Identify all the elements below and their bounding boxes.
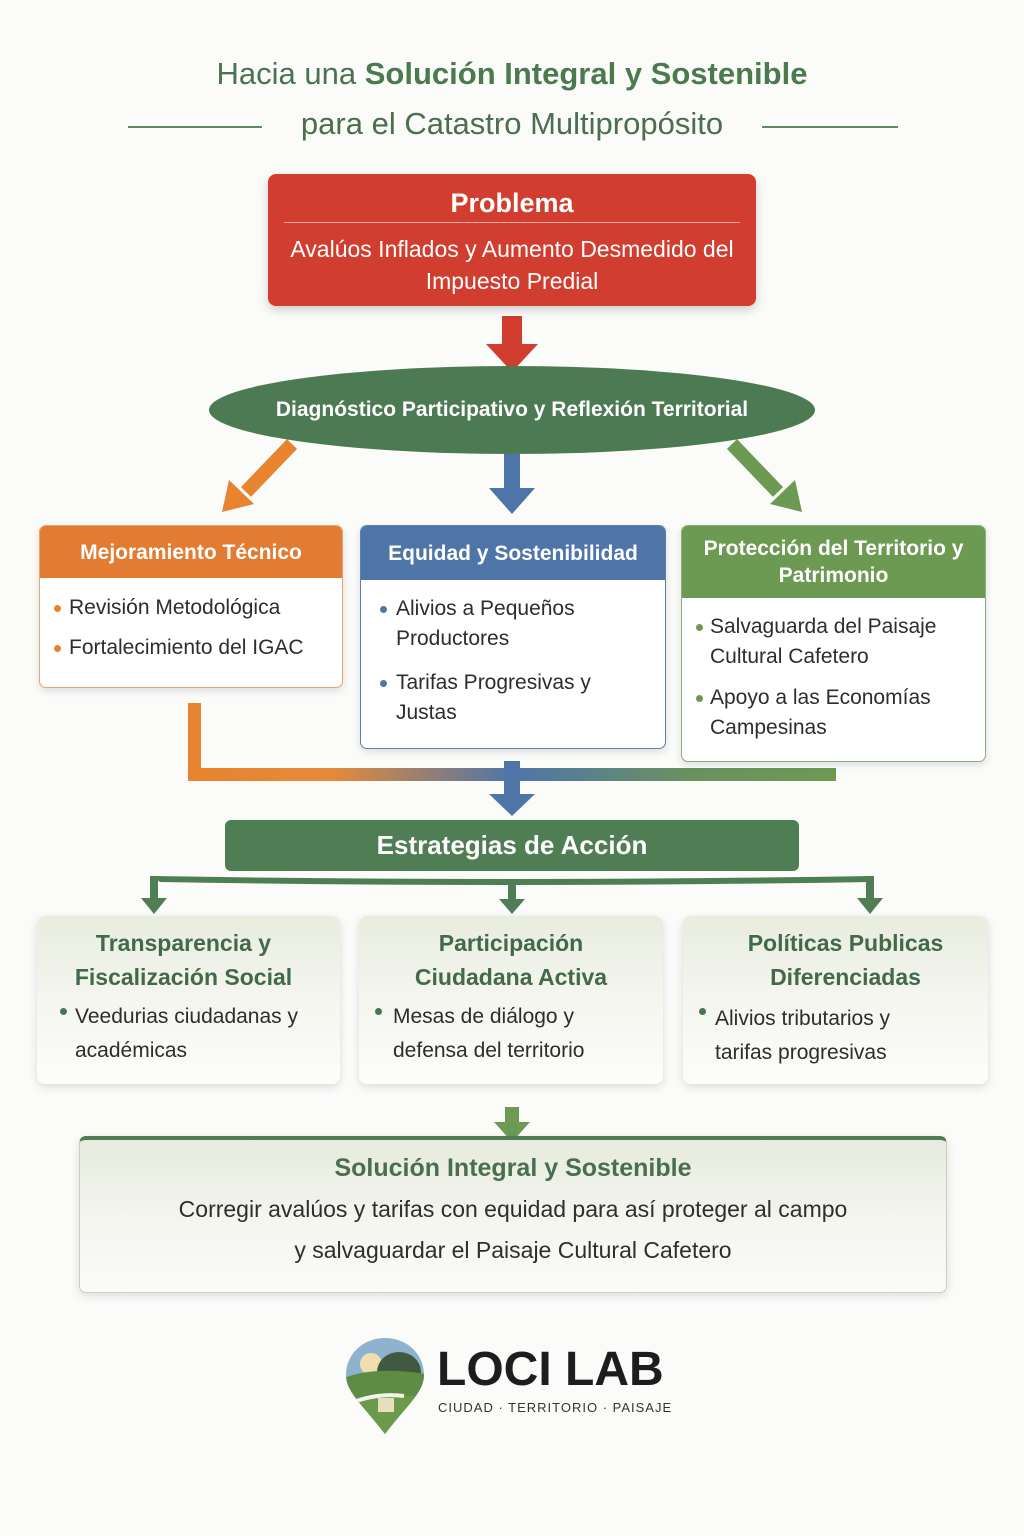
logo-name: LOCI LAB — [437, 1343, 664, 1396]
bullet-icon — [380, 680, 387, 687]
strategy-title: Participación Ciudadana Activa — [414, 930, 608, 990]
strategy-title: Políticas Publicas Diferenciadas — [747, 930, 944, 990]
page-subtitle: para el Catastro Multipropósito — [300, 106, 724, 141]
category-title: Protección del Territorio y Patrimonio — [682, 526, 985, 598]
bullet-icon — [60, 1008, 67, 1015]
bullet-icon — [696, 695, 703, 702]
diagnosis-label: Diagnóstico Participativo y Reflexión Te… — [275, 398, 749, 421]
arrow-to-technical — [222, 439, 298, 512]
list-item: Alivios a Pequeños Productores — [380, 594, 635, 654]
problem-box: Problema Avalúos Inflados y Aumento Desm… — [268, 174, 756, 306]
title-rule-right — [762, 126, 898, 128]
problem-heading: Problema — [450, 188, 574, 218]
bullet-icon — [699, 1008, 706, 1015]
category-card-territory: Protección del Territorio y Patrimonio S… — [681, 525, 986, 762]
strategy-bullet: Alivios tributarios y tarifas progresiva… — [683, 994, 988, 1070]
solution-box: Solución Integral y Sostenible Corregir … — [79, 1136, 947, 1293]
strategy-card-participation: Participación Ciudadana Activa Mesas de … — [359, 916, 663, 1084]
bullet-icon — [54, 645, 61, 652]
category-card-equity: Equidad y Sostenibilidad Alivios a Peque… — [360, 525, 666, 749]
title-emphasis: Solución Integral y Sostenible — [364, 56, 808, 91]
strategies-branches — [141, 876, 883, 914]
strategy-bullet: Veedurias ciudadanas y académicas — [37, 994, 340, 1068]
arrow-to-equity — [489, 454, 535, 514]
problem-description: Avalúos Inflados y Aumento Desmedido del… — [290, 236, 734, 294]
bullet-icon — [375, 1008, 382, 1015]
logo-tagline: CIUDAD · TERRITORIO · PAISAJE — [438, 1400, 673, 1415]
title-prefix: Hacia una — [216, 56, 357, 91]
strategies-header: Estrategias de Acción — [225, 820, 799, 871]
bullet-icon — [380, 606, 387, 613]
map-pin-landscape-icon — [346, 1338, 424, 1434]
category-title: Equidad y Sostenibilidad — [361, 526, 665, 580]
strategy-title: Transparencia y Fiscalización Social — [74, 930, 293, 990]
list-item: Revisión Metodológica — [54, 593, 342, 623]
category-title: Mejoramiento Técnico — [40, 526, 342, 578]
list-item: Tarifas Progresivas y Justas — [380, 668, 635, 728]
strategy-bullet: Mesas de diálogo y defensa del territori… — [359, 994, 663, 1068]
strategy-card-transparency: Transparencia y Fiscalización Social Vee… — [37, 916, 340, 1084]
title-rule-left — [128, 126, 262, 128]
page-title: Hacia una Solución Integral y Sostenible — [0, 56, 1024, 92]
problem-divider — [284, 222, 740, 223]
solution-heading: Solución Integral y Sostenible — [334, 1154, 692, 1182]
bullet-icon — [696, 624, 703, 631]
category-card-technical: Mejoramiento Técnico Revisión Metodológi… — [39, 525, 343, 688]
bullet-icon — [54, 605, 61, 612]
strategy-card-policies: Políticas Publicas Diferenciadas Alivios… — [683, 916, 988, 1084]
arrow-to-territory — [726, 439, 802, 512]
list-item: Salvaguarda del Paisaje Cultural Cafeter… — [696, 612, 965, 672]
solution-text-line1: Corregir avalúos y tarifas con equidad p… — [178, 1196, 848, 1222]
diagnosis-ellipse: Diagnóstico Participativo y Reflexión Te… — [209, 366, 815, 454]
arrow-problem-to-diagnosis — [486, 316, 538, 372]
strategies-heading: Estrategias de Acción — [376, 830, 648, 860]
list-item: Fortalecimiento del IGAC — [54, 633, 342, 663]
list-item: Apoyo a las Economías Campesinas — [696, 683, 965, 743]
solution-text-line2: y salvaguardar el Paisaje Cultural Cafet… — [294, 1237, 732, 1263]
